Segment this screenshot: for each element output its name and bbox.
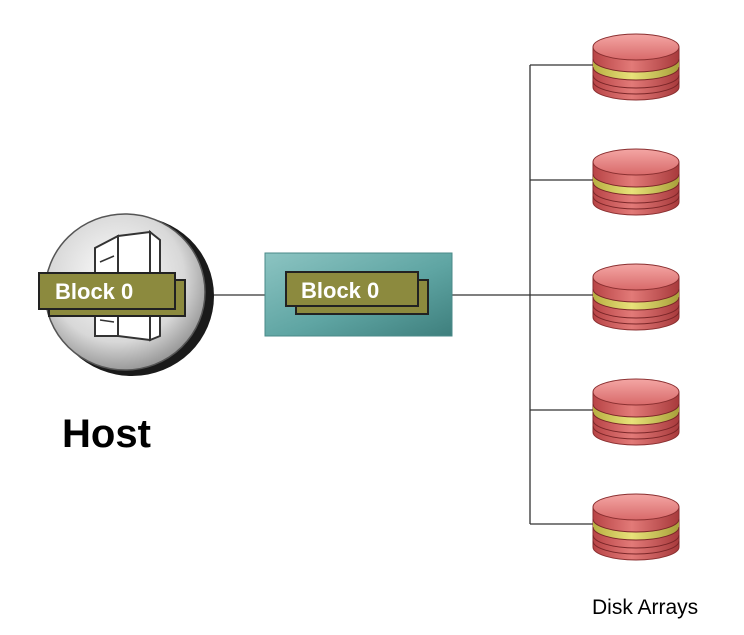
switch-block-label: Block 0 [301,278,379,303]
host-label: Host [62,412,151,456]
switch-box: Block 0 [264,252,453,337]
disk-stack [592,148,680,216]
disk-stack [592,378,680,446]
host-block-label: Block 0 [55,279,133,304]
disk-stack [592,493,680,561]
disk-arrays [592,33,680,561]
disk-stack [592,33,680,101]
disk-arrays-label: Disk Arrays [592,596,699,619]
disk-stack [592,263,680,331]
connection-lines [205,64,594,525]
host-block: Block 0 [38,272,186,317]
